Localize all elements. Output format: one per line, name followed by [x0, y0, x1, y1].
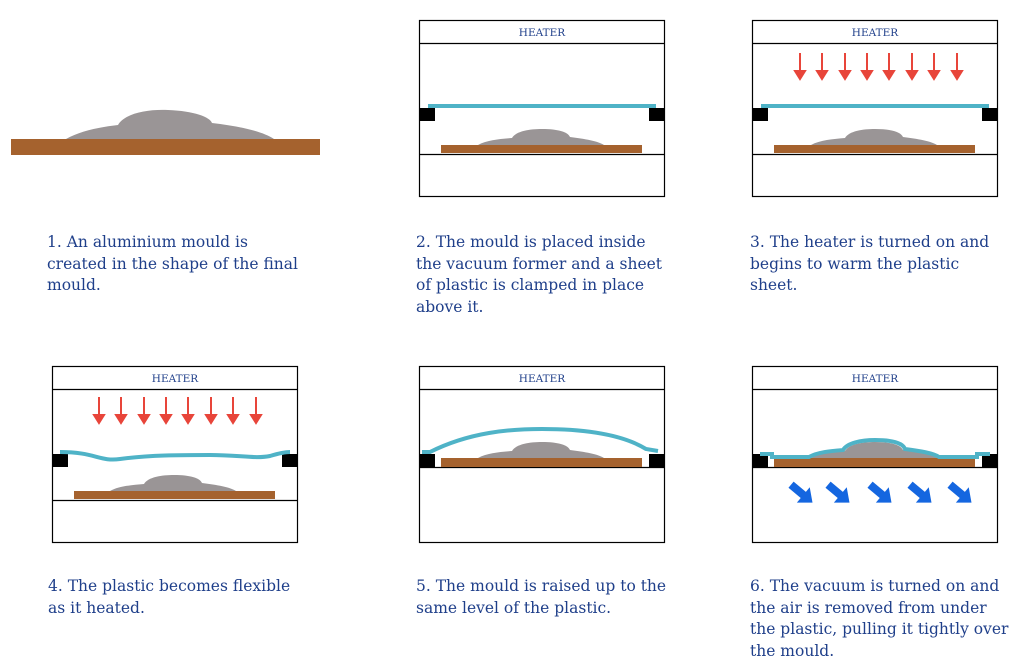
- heat-arrow-head: [793, 70, 807, 81]
- heat-arrow-head: [226, 414, 240, 425]
- heat-arrows: [92, 397, 263, 425]
- caption-line: the plastic, pulling it tightly over: [750, 620, 1009, 638]
- caption-line: of plastic is clamped in place: [416, 276, 645, 294]
- step-4-caption: 4. The plastic becomes flexible as it he…: [48, 576, 290, 619]
- left-clamp: [753, 454, 768, 467]
- caption-line: 1. An aluminium mould is: [47, 233, 248, 251]
- aluminium-mould: [811, 129, 937, 145]
- vacuum-arrows: [788, 481, 972, 503]
- right-clamp: [282, 454, 297, 467]
- step-2-illustration: HEATER: [418, 19, 666, 198]
- caption-line: 3. The heater is turned on and: [750, 233, 990, 251]
- heat-arrow-head: [204, 414, 218, 425]
- heat-arrow-head: [815, 70, 829, 81]
- formed-plastic-sheet: [760, 437, 990, 459]
- left-clamp: [420, 454, 435, 467]
- step-3-illustration: HEATER: [751, 19, 999, 198]
- heat-arrows: [793, 53, 964, 81]
- step-6-illustration: HEATER: [751, 365, 999, 544]
- right-clamp: [649, 454, 664, 467]
- mould-base: [74, 491, 275, 499]
- left-clamp: [53, 454, 68, 467]
- heat-arrow-head: [905, 70, 919, 81]
- caption-line: created in the shape of the final: [47, 254, 298, 273]
- vacuum-arrow: [947, 481, 972, 503]
- vacuum-arrow: [907, 481, 932, 503]
- heat-arrow-head: [92, 414, 106, 425]
- mould-base: [774, 145, 975, 153]
- caption-line: sheet.: [750, 276, 798, 294]
- caption-line: the vacuum former and a sheet: [416, 254, 663, 273]
- aluminium-mould: [478, 442, 604, 458]
- caption-line: 5. The mould is raised up to the: [416, 577, 667, 595]
- mould-base: [11, 139, 320, 155]
- vacuum-arrow: [825, 481, 850, 503]
- right-clamp: [649, 108, 664, 121]
- right-clamp: [982, 108, 997, 121]
- caption-line: 2. The mould is placed inside: [416, 233, 646, 251]
- heat-arrow-head: [927, 70, 941, 81]
- heat-arrow-head: [137, 414, 151, 425]
- caption-line: as it heated.: [48, 598, 145, 617]
- aluminium-mould: [478, 129, 604, 145]
- mould-base: [441, 145, 642, 153]
- heat-arrow-head: [950, 70, 964, 81]
- heater-label: HEATER: [519, 373, 566, 385]
- mould-base: [774, 458, 975, 467]
- left-clamp: [420, 108, 435, 121]
- step-4-illustration: HEATER: [51, 365, 299, 544]
- caption-line: above it.: [416, 297, 484, 316]
- heater-label: HEATER: [852, 373, 899, 385]
- right-clamp: [982, 454, 997, 467]
- aluminium-mould: [811, 442, 937, 458]
- caption-line: 4. The plastic becomes flexible: [48, 577, 291, 595]
- heat-arrow-head: [860, 70, 874, 81]
- caption-line: mould.: [47, 276, 101, 294]
- step-5-illustration: HEATER: [418, 365, 666, 544]
- step-1-illustration: [11, 109, 320, 155]
- mould-base: [441, 458, 642, 467]
- sagging-plastic-sheet: [59, 450, 291, 462]
- vacuum-former-frame: [751, 365, 999, 544]
- heat-arrow-head: [181, 414, 195, 425]
- caption-line: 6. The vacuum is turned on and: [750, 577, 1000, 595]
- step-3-caption: 3. The heater is turned on and begins to…: [750, 232, 989, 297]
- vacuum-former-frame: [751, 19, 999, 198]
- domed-plastic-sheet: [422, 426, 659, 454]
- step-5-caption: 5. The mould is raised up to the same le…: [416, 576, 666, 619]
- caption-line: the mould.: [750, 641, 835, 660]
- vacuum-arrow: [867, 481, 892, 503]
- vacuum-arrow: [788, 481, 813, 503]
- heat-arrow-head: [838, 70, 852, 81]
- vacuum-former-frame: [418, 19, 666, 198]
- heater-label: HEATER: [152, 373, 199, 385]
- heater-label: HEATER: [519, 27, 566, 39]
- heat-arrow-head: [882, 70, 896, 81]
- aluminium-mould: [110, 475, 236, 491]
- heat-arrow-head: [159, 414, 173, 425]
- caption-line: the air is removed from under: [750, 598, 987, 617]
- step-1-caption: 1. An aluminium mould is created in the …: [47, 232, 298, 297]
- caption-line: begins to warm the plastic: [750, 254, 960, 273]
- heat-arrow-head: [249, 414, 263, 425]
- heater-label: HEATER: [852, 27, 899, 39]
- vacuum-former-frame: [51, 365, 299, 544]
- vacuum-former-frame: [418, 365, 666, 544]
- step-6-caption: 6. The vacuum is turned on and the air i…: [750, 576, 1008, 662]
- aluminium-mould: [66, 109, 274, 139]
- left-clamp: [753, 108, 768, 121]
- caption-line: same level of the plastic.: [416, 598, 612, 617]
- heat-arrow-head: [114, 414, 128, 425]
- step-2-caption: 2. The mould is placed inside the vacuum…: [416, 232, 662, 318]
